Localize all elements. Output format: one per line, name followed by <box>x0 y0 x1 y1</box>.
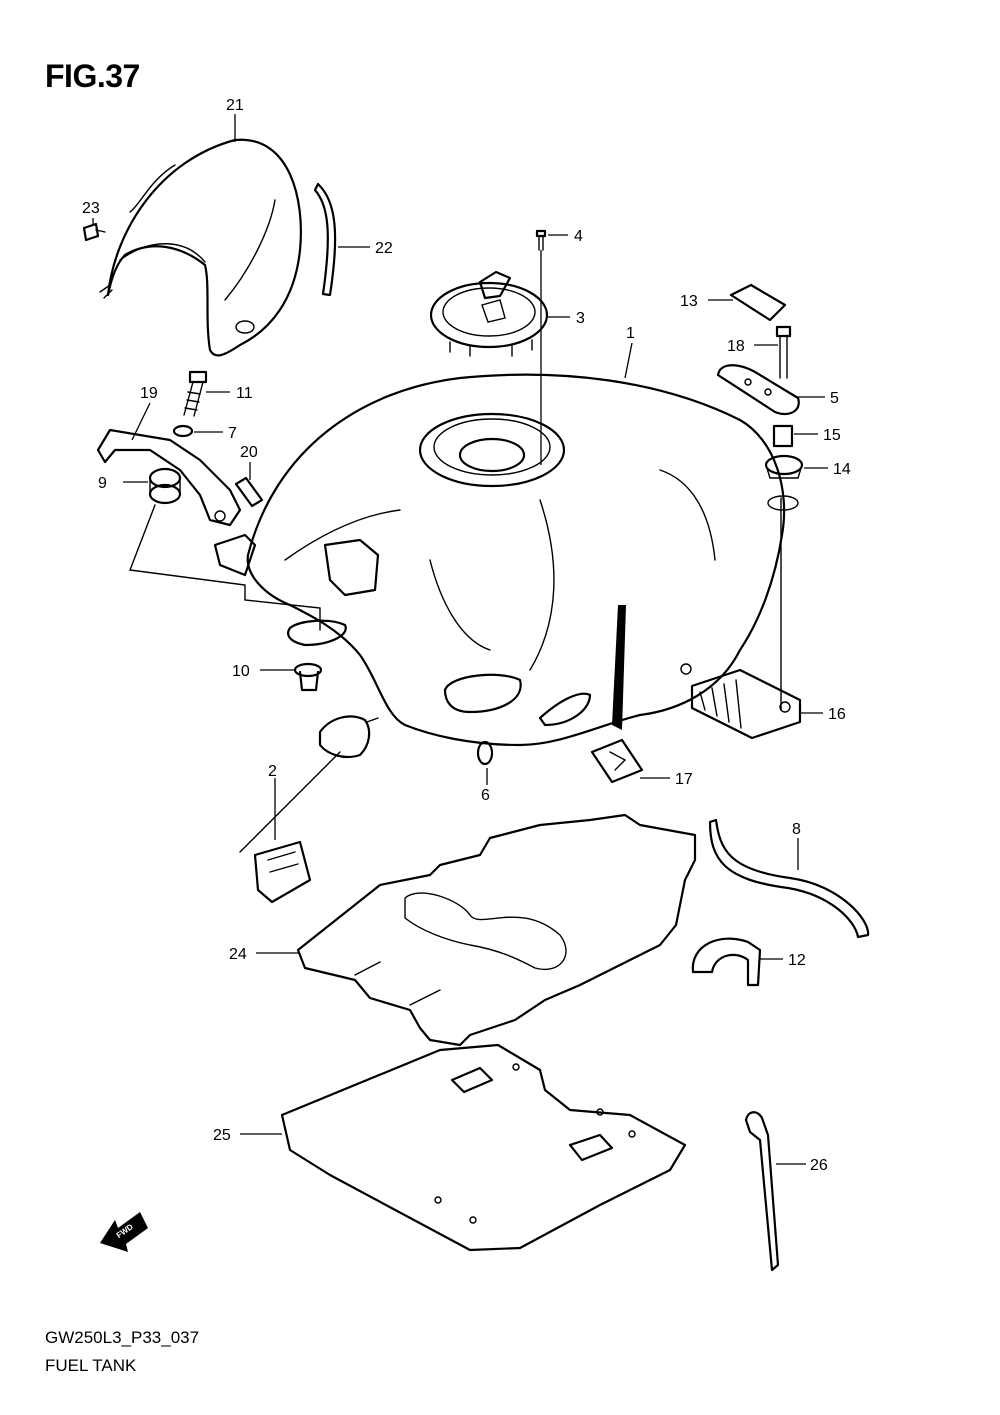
fwd-arrow-icon: FWD <box>100 1212 148 1252</box>
leader-lines <box>92 114 828 1165</box>
part-10-bolt <box>293 662 323 692</box>
callout-7: 7 <box>228 425 237 442</box>
part-9-grommet <box>148 467 182 505</box>
figure-title: FIG.37 <box>45 58 140 94</box>
bracket-guide-line <box>129 504 321 631</box>
part-15-collar <box>772 424 794 448</box>
callout-4: 4 <box>574 228 583 245</box>
part-21-front-cowl <box>99 138 302 357</box>
part-11-bolt <box>183 370 208 417</box>
part-17-emblem <box>590 738 644 784</box>
part-8-hose <box>708 818 870 939</box>
callout-1: 1 <box>626 325 635 342</box>
callout-14: 14 <box>833 461 851 478</box>
part-18-bolt <box>775 325 792 379</box>
callout-8: 8 <box>792 821 801 838</box>
part-23-screw <box>82 222 106 242</box>
part-5-bracket <box>716 364 800 416</box>
callout-15: 15 <box>823 427 841 444</box>
callout-21: 21 <box>226 97 244 114</box>
callout-2: 2 <box>268 763 277 780</box>
part-13-cushion <box>729 283 787 322</box>
part-25-plate <box>280 1043 687 1252</box>
callout-18: 18 <box>727 338 745 355</box>
part-12-clamp <box>691 937 762 987</box>
rear-mount-hole <box>767 495 799 511</box>
callout-11: 11 <box>236 385 253 402</box>
callout-10: 10 <box>232 663 250 680</box>
part-20-pad <box>234 476 264 508</box>
callout-23: 23 <box>82 200 100 217</box>
callout-3: 3 <box>576 310 585 327</box>
part-1-fuel-tank <box>213 373 786 747</box>
part-16-cushion <box>690 668 802 740</box>
part-3-fuel-cap <box>429 270 549 357</box>
callout-12: 12 <box>788 952 806 969</box>
callout-19: 19 <box>140 385 158 402</box>
part-19-bracket <box>96 428 242 527</box>
diagram-caption: FUEL TANK <box>45 1356 137 1375</box>
part-22-strip <box>313 182 337 297</box>
callout-labels: 1 2 3 4 5 6 7 8 9 10 11 12 13 14 15 16 1… <box>82 97 851 1174</box>
callout-13: 13 <box>680 293 698 310</box>
part-14-grommet <box>764 454 804 479</box>
callout-20: 20 <box>240 444 258 461</box>
callout-6: 6 <box>481 787 490 804</box>
part-2-fuel-gauge <box>239 715 379 904</box>
callout-22: 22 <box>375 240 393 257</box>
callout-16: 16 <box>828 706 846 723</box>
diagram-code: GW250L3_P33_037 <box>45 1328 200 1347</box>
part-6-o-ring <box>476 740 494 766</box>
callout-9: 9 <box>98 475 107 492</box>
part-24-tray <box>296 813 697 1047</box>
callout-17: 17 <box>675 771 693 788</box>
part-7-washer <box>172 424 194 438</box>
callout-24: 24 <box>229 946 247 963</box>
callout-26: 26 <box>810 1157 828 1174</box>
callout-5: 5 <box>830 390 839 407</box>
part-26-cable-tie <box>744 1111 780 1272</box>
part-4-bolt <box>535 229 547 251</box>
callout-25: 25 <box>213 1127 231 1144</box>
